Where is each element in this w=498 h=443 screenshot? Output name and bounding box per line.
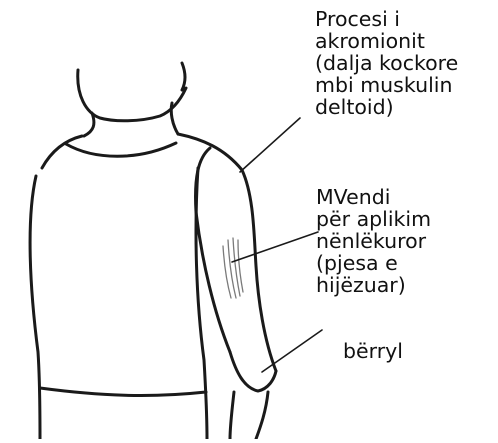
head-outline [78, 63, 186, 121]
left-shoulder-outline [42, 136, 82, 168]
elbow-label: bërryl [343, 340, 403, 362]
neck-left-outline [84, 113, 94, 136]
forearm-outline [230, 392, 268, 439]
injection-site-leader-line [232, 232, 318, 262]
acromion-label: Procesi i akromionit (dalja kockore mbi … [315, 8, 458, 118]
injection-site-label: MVendi për aplikim nënlëkuror (pjesa e h… [316, 186, 431, 296]
collar-outline [66, 143, 176, 156]
elbow-leader-line [262, 330, 322, 372]
acromion-leader-line [240, 118, 300, 172]
back-seam-outline [196, 168, 207, 439]
hem-outline [40, 388, 206, 395]
elbow-outline [230, 352, 276, 391]
left-side-outline [30, 176, 40, 439]
shaded-injection-area [223, 238, 243, 298]
